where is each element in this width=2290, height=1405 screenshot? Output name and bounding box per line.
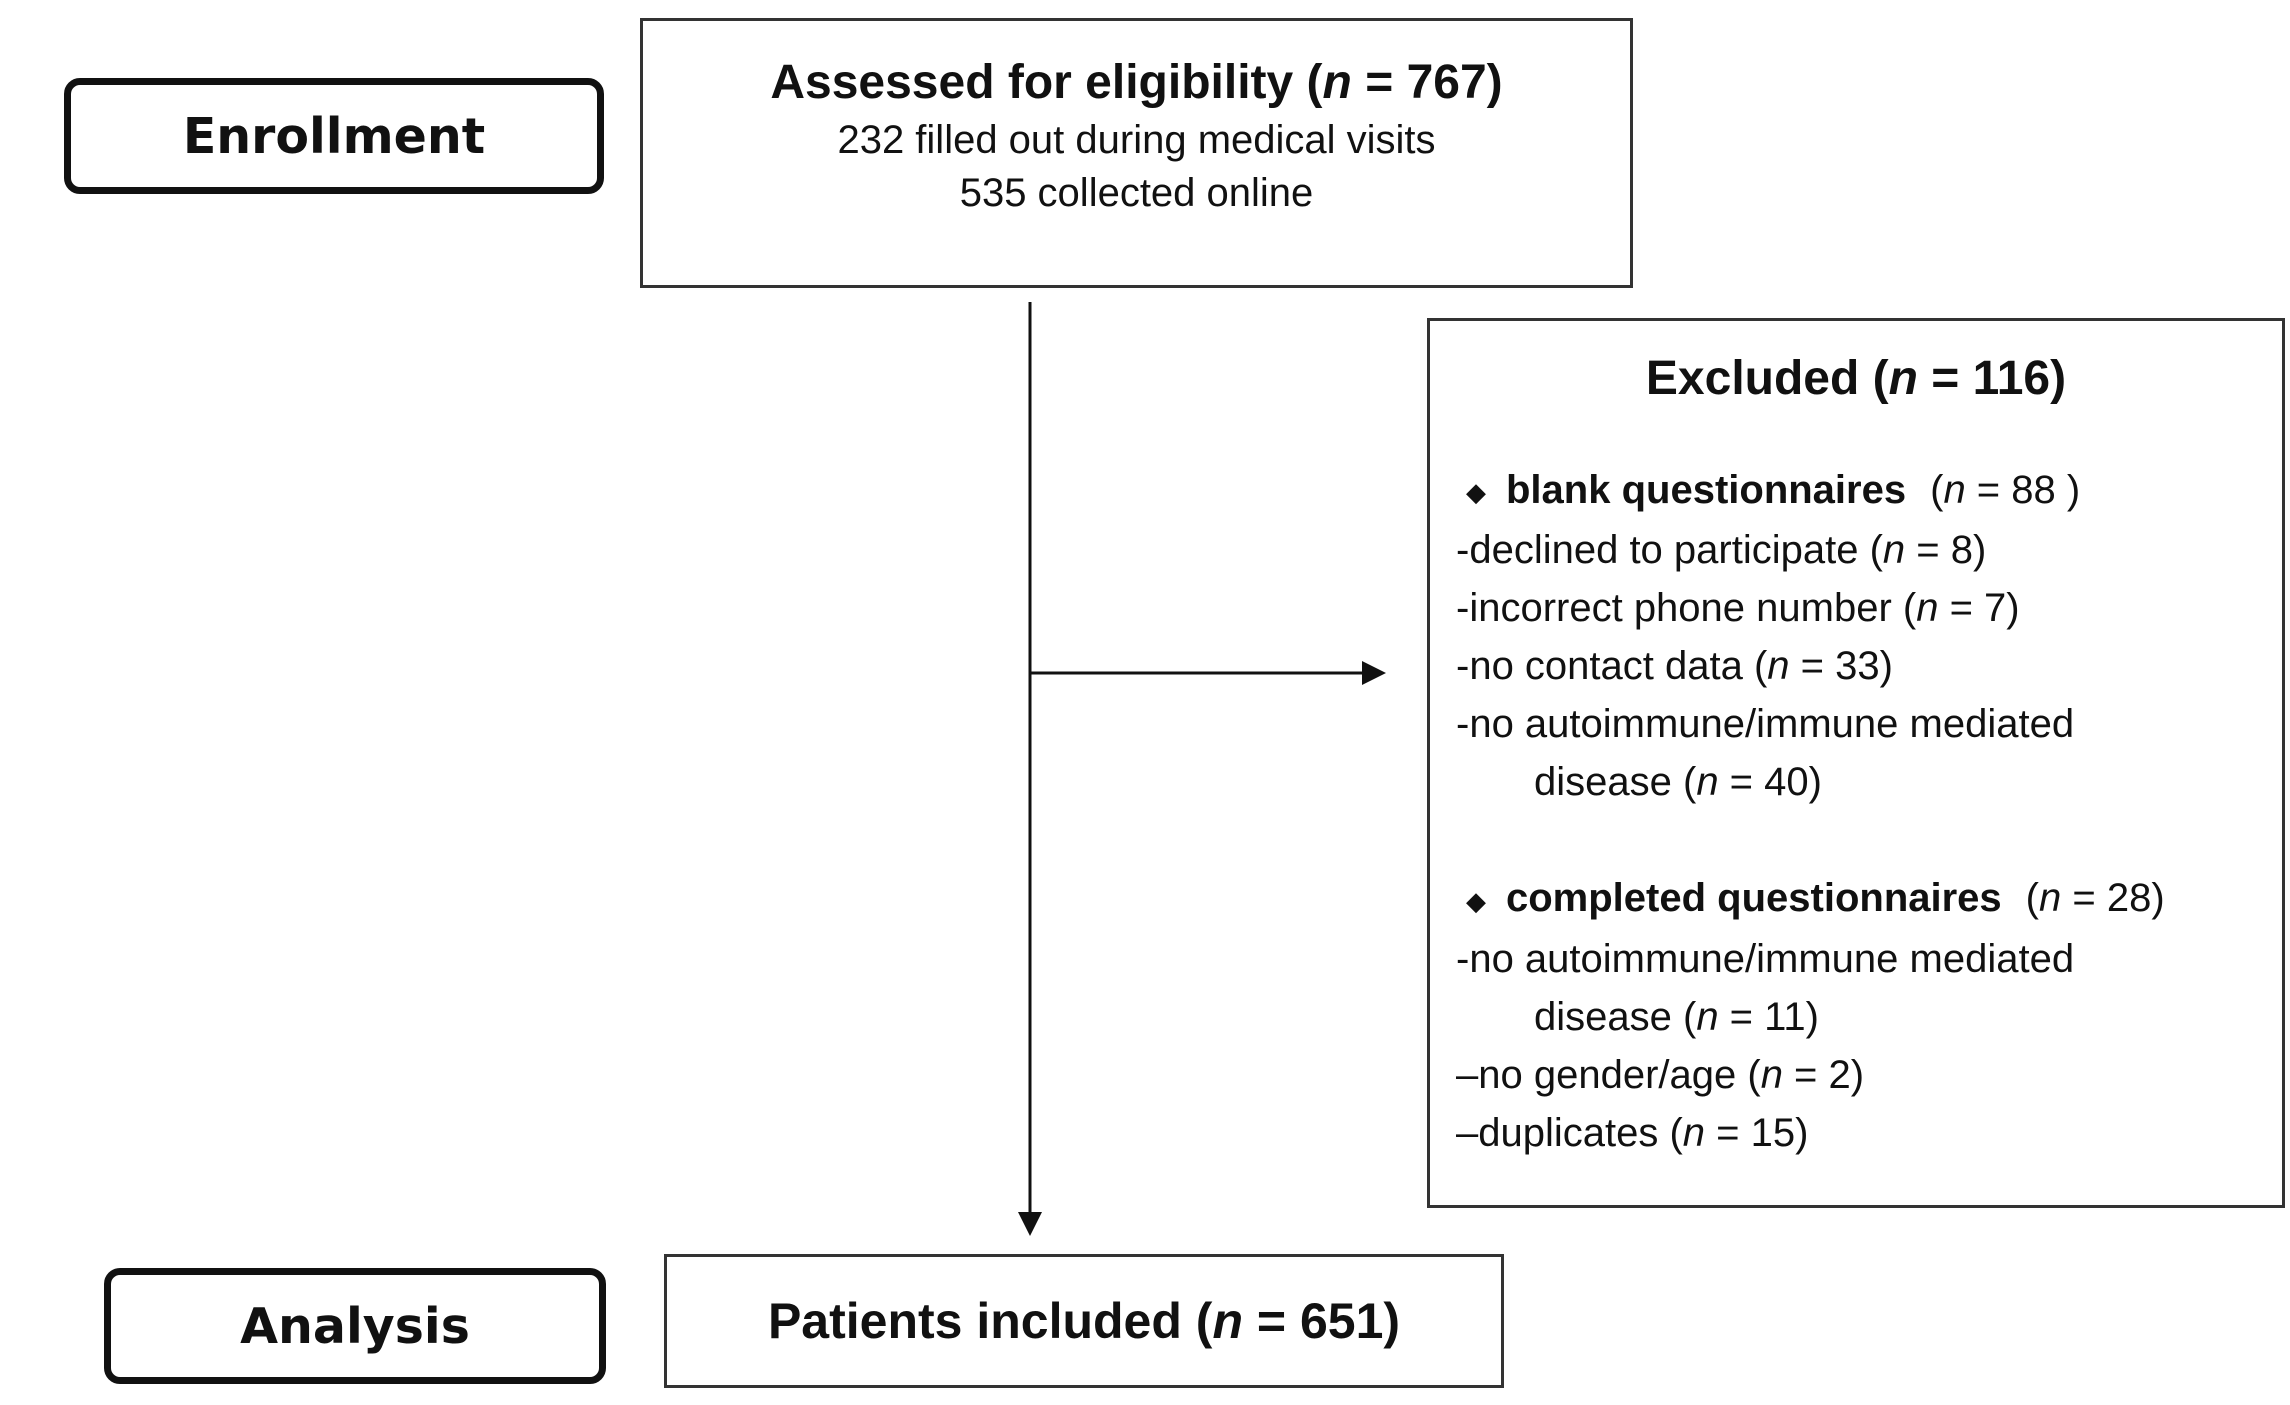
diamond-bullet-icon: ◆ bbox=[1466, 477, 1486, 508]
list-item: -no autoimmune/immune mediated bbox=[1456, 936, 2075, 981]
assessed-box: Assessed for eligibility (n = 767) 232 f… bbox=[640, 18, 1633, 288]
enrollment-stage-label: Enrollment bbox=[64, 78, 604, 194]
excluded-box: Excluded (n = 116) ◆ blank questionnaires… bbox=[1427, 318, 2285, 1208]
list-item: -incorrect phone number (n = 7) bbox=[1456, 586, 2020, 631]
enrollment-text: Enrollment bbox=[182, 107, 486, 165]
list-item: -no autoimmune/immune mediated bbox=[1456, 702, 2075, 747]
analysis-text: Analysis bbox=[240, 1297, 470, 1355]
exclusion-arrowhead bbox=[1362, 661, 1386, 685]
completed-heading-text: completed questionnaires bbox=[1506, 876, 2002, 921]
diamond-bullet-icon: ◆ bbox=[1466, 885, 1486, 916]
main-arrowhead bbox=[1018, 1212, 1042, 1236]
exclusion-list: ◆ blank questionnaires (n = 88 ) -declined… bbox=[1456, 461, 2165, 1162]
assessed-line-online: 535 collected online bbox=[959, 171, 1314, 215]
completed-questionnaires-heading: ◆ completed questionnaires (n = 28) bbox=[1456, 869, 2165, 929]
assessed-title: Assessed for eligibility (n = 767) bbox=[770, 56, 1503, 109]
blank-count: (n = 88 ) bbox=[1930, 468, 2081, 512]
excluded-title: Excluded (n = 116) bbox=[1645, 352, 2067, 405]
blank-heading-text: blank questionnaires bbox=[1506, 468, 1907, 512]
list-item: -no contact data (n = 33) bbox=[1456, 644, 1893, 689]
list-item: –no gender/age (n = 2) bbox=[1456, 1052, 1865, 1097]
list-item: disease (n = 11) bbox=[1534, 994, 1819, 1039]
assessed-line-visits: 232 filled out during medical visits bbox=[837, 118, 1436, 162]
list-item: –duplicates (n = 15) bbox=[1456, 1110, 1809, 1155]
list-item: -declined to participate (n = 8) bbox=[1456, 528, 1987, 573]
completed-count: (n = 28) bbox=[2025, 876, 2165, 921]
included-box: Patients included (n = 651) bbox=[664, 1254, 1504, 1388]
analysis-stage-label: Analysis bbox=[104, 1268, 606, 1384]
blank-questionnaires-heading: ◆ blank questionnaires (n = 88 ) bbox=[1456, 461, 2165, 521]
included-title: Patients included (n = 651) bbox=[767, 1293, 1401, 1349]
list-item: disease (n = 40) bbox=[1534, 760, 1822, 805]
